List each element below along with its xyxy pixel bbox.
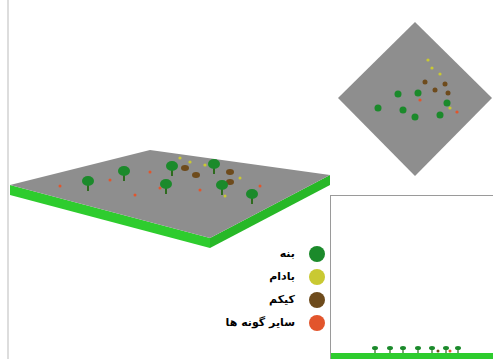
legend-swatch bbox=[309, 269, 325, 285]
legend-text: کیکم bbox=[269, 293, 295, 306]
side-view-ground bbox=[331, 353, 493, 359]
small-plants bbox=[59, 156, 262, 197]
legend-text: بنه bbox=[280, 247, 295, 260]
legend-row: کیکم bbox=[200, 288, 325, 311]
legend-row: بادام bbox=[200, 265, 325, 288]
legend-swatch bbox=[309, 315, 325, 331]
top-view-plate bbox=[338, 22, 492, 176]
trees bbox=[82, 159, 258, 204]
legend-row: بنه bbox=[200, 242, 325, 265]
plate-top bbox=[10, 150, 330, 238]
top-view-plants bbox=[375, 58, 459, 120]
legend: بنه بادام کیکم سایر گونه ها bbox=[200, 242, 325, 334]
legend-text: سایر گونه ها bbox=[226, 316, 295, 329]
legend-swatch bbox=[309, 246, 325, 262]
legend-text: بادام bbox=[269, 270, 295, 283]
side-view-trees bbox=[372, 346, 461, 353]
legend-swatch bbox=[309, 292, 325, 308]
legend-row: سایر گونه ها bbox=[200, 311, 325, 334]
